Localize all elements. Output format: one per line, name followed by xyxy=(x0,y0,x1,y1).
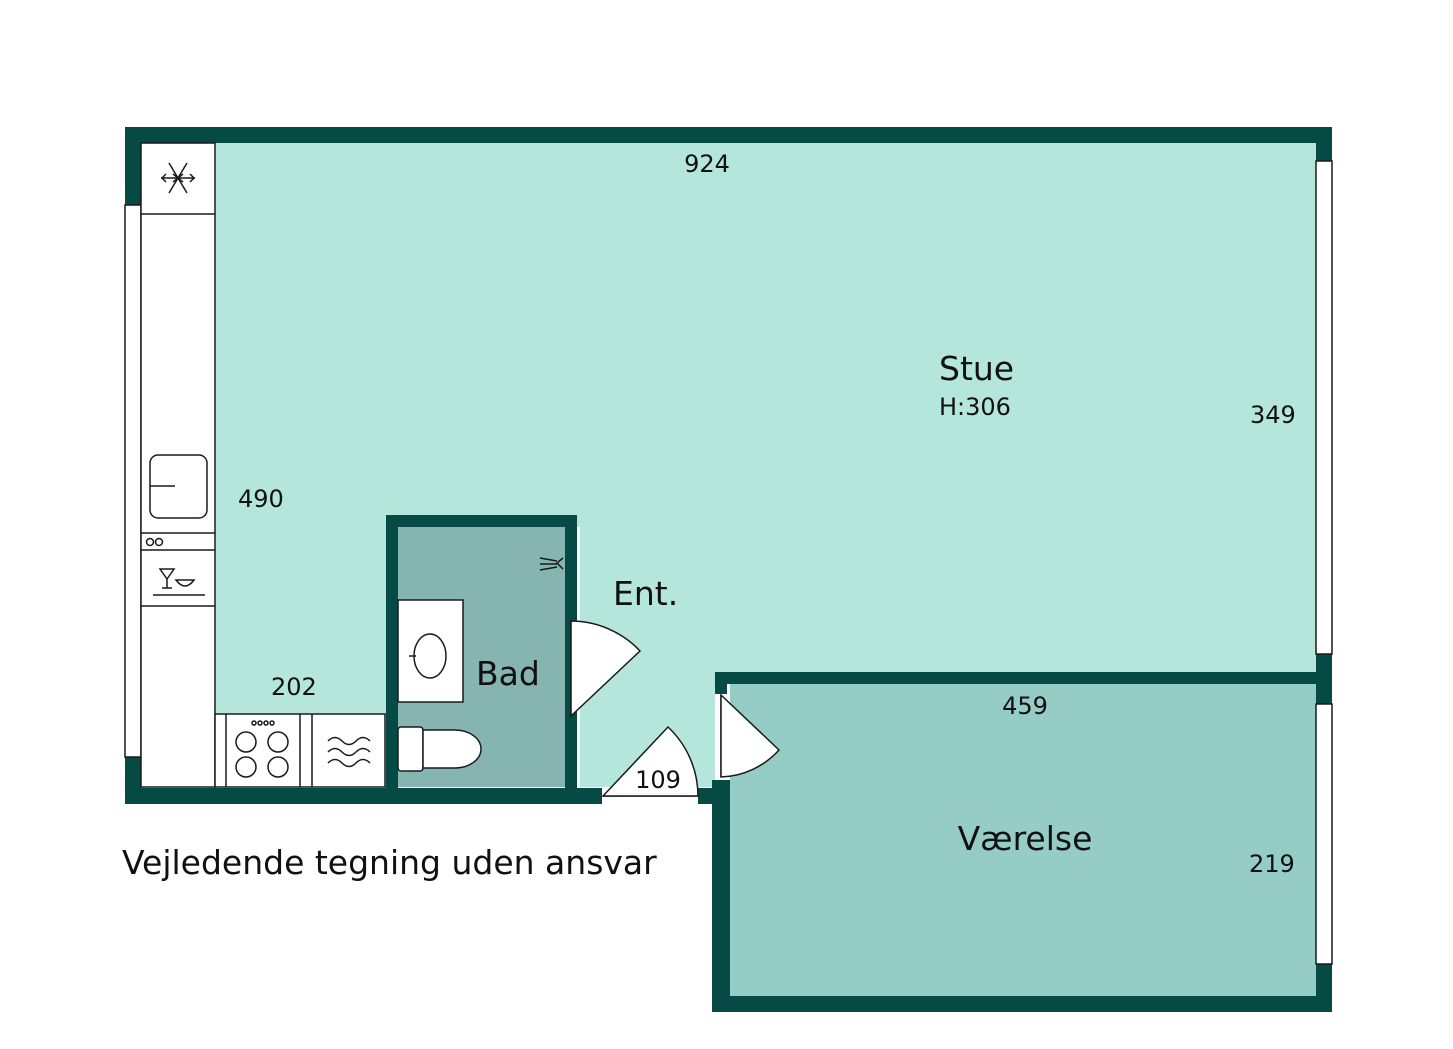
dimension-stue-width: 924 xyxy=(684,150,730,178)
doors xyxy=(570,620,781,797)
stove-icon xyxy=(235,720,289,778)
dimension-kitchen-length: 490 xyxy=(238,485,284,513)
vaerelse-floor xyxy=(730,684,1316,996)
windows xyxy=(124,160,1333,965)
oven-icon xyxy=(327,736,371,768)
entre-label: Ent. xyxy=(613,574,678,613)
disclaimer-text: Vejledende tegning uden ansvar xyxy=(122,843,657,882)
dimension-kitchen-width: 202 xyxy=(271,673,317,701)
dimension-entrance-door: 109 xyxy=(635,766,681,794)
sink-icon xyxy=(149,454,208,519)
dishwasher-icon xyxy=(145,537,205,596)
bad-label: Bad xyxy=(476,654,540,693)
dimension-vaerelse-width: 459 xyxy=(1002,692,1048,720)
stue-label: Stue xyxy=(939,349,1014,388)
dimension-vaerelse-depth: 219 xyxy=(1249,850,1295,878)
stue-height-label: H:306 xyxy=(939,393,1011,421)
vaerelse-label: Værelse xyxy=(958,819,1093,858)
toilet-icon xyxy=(397,726,482,772)
dimension-stue-depth: 349 xyxy=(1250,401,1296,429)
snowflake-icon xyxy=(160,162,196,194)
stue-floor xyxy=(141,143,1316,787)
washbasin-icon xyxy=(397,599,464,703)
shower-icon xyxy=(539,557,564,571)
